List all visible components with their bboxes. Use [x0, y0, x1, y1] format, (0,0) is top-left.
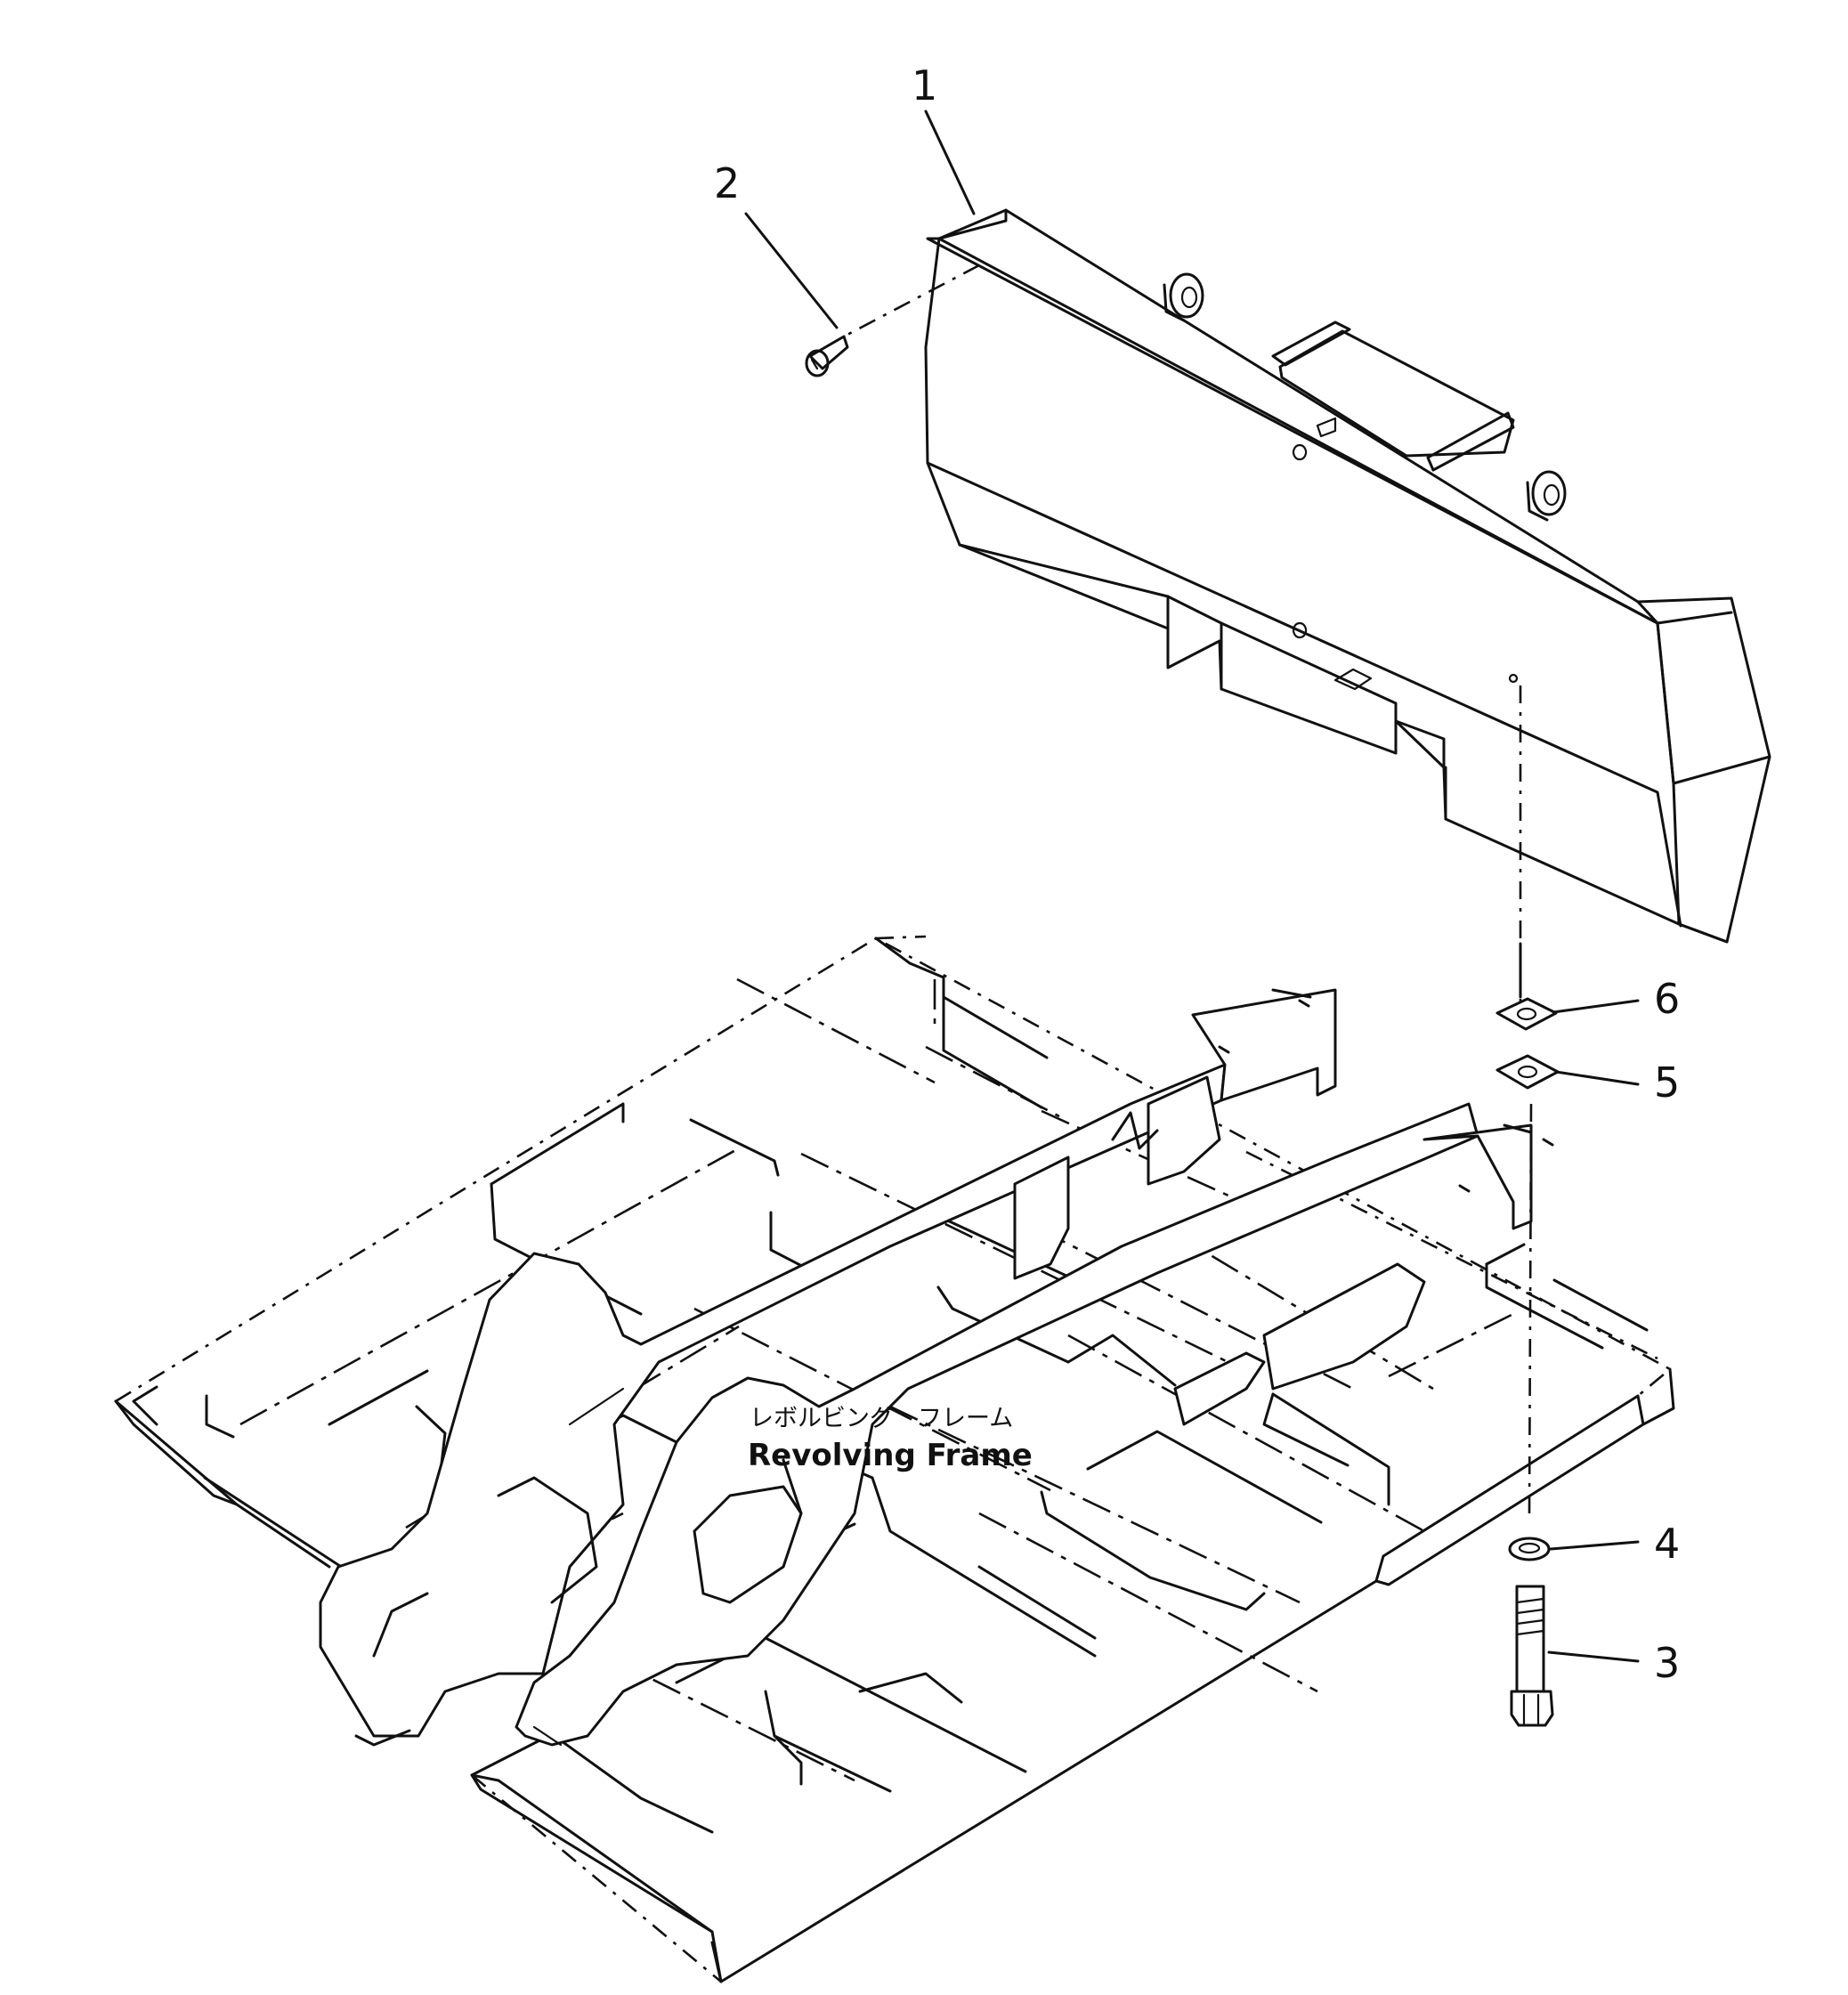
bolt-3 — [1510, 1585, 1554, 1727]
bolt-axis-lower — [1528, 1103, 1533, 1514]
leader-3 — [1547, 1650, 1640, 1663]
leader-2 — [744, 212, 839, 329]
leader-6 — [1552, 999, 1640, 1014]
leader-4 — [1549, 1540, 1640, 1551]
callout-1: 1 — [912, 61, 937, 109]
leader-1 — [924, 109, 976, 215]
counterweight — [924, 208, 1771, 944]
revolving-frame — [114, 935, 1675, 1983]
leader-5 — [1554, 1070, 1640, 1086]
square-washer-6 — [1495, 997, 1558, 1031]
frame-label-japanese: レボルビング フレーム — [750, 1405, 1013, 1432]
round-washer-4 — [1508, 1537, 1551, 1561]
callout-6: 6 — [1654, 975, 1680, 1023]
callout-3: 3 — [1654, 1639, 1680, 1687]
frame-label-english: Revolving Frame — [748, 1438, 1033, 1473]
callout-5: 5 — [1654, 1058, 1680, 1107]
plug-2 — [805, 264, 980, 377]
callout-4: 4 — [1654, 1520, 1680, 1568]
callout-2: 2 — [714, 159, 740, 207]
square-washer-5 — [1495, 1054, 1560, 1090]
